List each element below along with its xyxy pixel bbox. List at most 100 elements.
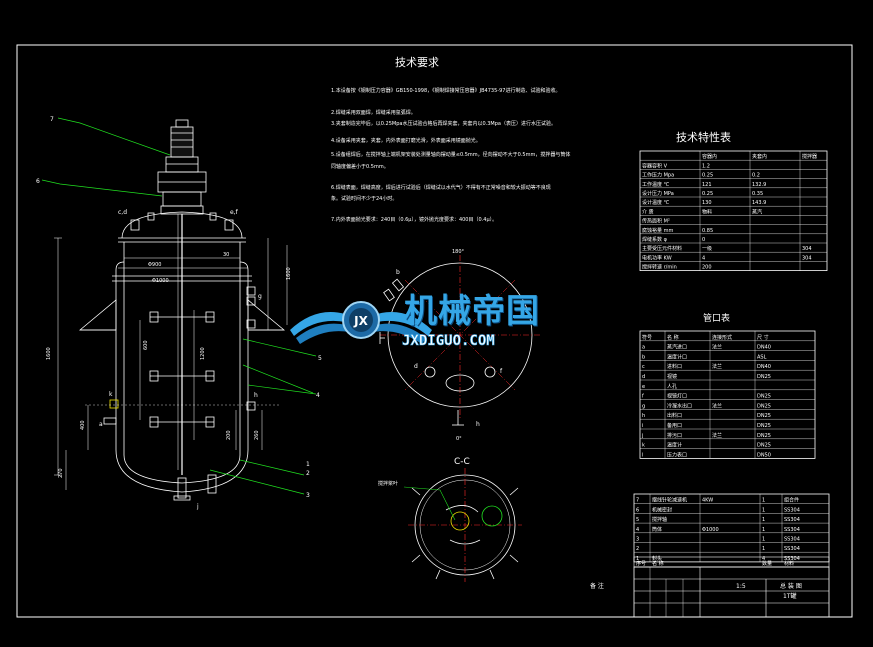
title-block-scale: 1:5 (736, 583, 746, 590)
label-part-4: 4 (316, 392, 320, 399)
parts-list-cell: 搅拌轴 (652, 516, 667, 523)
nozzle-table-cell: 蒸汽进口 (667, 344, 687, 351)
label-d: d (414, 363, 418, 370)
parts-list-cell: 5 (636, 517, 639, 523)
label-part-3: 3 (306, 492, 310, 499)
parts-list-cell: 1 (762, 517, 765, 523)
nozzle-table-cell: 温度计口 (667, 353, 687, 360)
nozzle-table-cell: 温度计 (667, 442, 682, 449)
nozzle-table-cell: DN25 (757, 374, 771, 380)
vessel-elevation-view (54, 119, 288, 501)
tech-req-line: 5.设备组焊后，在搅拌轴上端机架安装处测量轴向摆动量≤0.5mm，径向摆动不大于… (331, 151, 570, 158)
char-table-cell: 4 (702, 255, 705, 261)
parts-list-header: 材料 (784, 560, 794, 567)
char-table-cell: 0.25 (702, 191, 713, 197)
char-table-cell: 电机功率 KW (642, 254, 672, 261)
title-block: 1:5 总 装 图 1T罐 (633, 566, 830, 618)
nozzle-table-cell: 人孔 (667, 383, 677, 390)
label-dim-1600: 1600 (46, 347, 52, 360)
nozzle-table-cell: ASL (757, 354, 767, 360)
char-table-cell: 132.9 (752, 182, 766, 188)
char-table-cell: 工作温度 ℃ (642, 181, 670, 188)
nozzle-table-header: 尺 寸 (757, 334, 769, 341)
section-title: C-C (454, 457, 470, 467)
char-table-cell: 304 (802, 246, 812, 252)
char-table-cell: 搅拌转速 r/min (642, 264, 677, 271)
char-table-cell: 容器容积 V (642, 162, 668, 169)
label-dim-height: 1600 (286, 267, 292, 280)
nozzle-table-cell: 法兰 (712, 402, 722, 409)
parts-list-cell: 1 (762, 507, 765, 513)
title-block-note: 总 装 图 (780, 582, 802, 590)
nozzle-table-header: 名 称 (667, 334, 679, 341)
label-dia-main: Φ1000 (152, 278, 169, 284)
label-ef: e,f (230, 209, 239, 216)
nozzle-table-cell: 视镜 (667, 373, 677, 380)
nozzle-table-cell: c (642, 364, 645, 370)
watermark-title: 机械帝国 (404, 291, 540, 330)
parts-list-cell: 6 (636, 507, 639, 513)
parts-list-cell: 1 (762, 527, 765, 533)
parts-list-cell: 1 (762, 498, 765, 504)
label-part-2: 2 (306, 470, 310, 477)
nozzle-table-cell: a (642, 345, 645, 351)
label-i: i (254, 321, 256, 328)
char-table-cell: 物料 (702, 208, 712, 215)
section-view (403, 468, 522, 582)
label-b: b (396, 269, 400, 276)
tech-req-line: 6.焊缝表面，焊缝高度，焊后进行试验后（焊缝试以水代气）不得有不正常噪音和较大振… (331, 184, 551, 191)
label-dim-30: 30 (223, 252, 229, 258)
char-table-cell: 200 (702, 265, 712, 271)
char-table-cell: 介 质 (642, 208, 654, 215)
tech-req-line: 1.本设备按《钢制压力容器》GB150-1998，《钢制焊接常压容器》JB473… (331, 87, 560, 94)
nozzle-table-cell: d (642, 374, 645, 380)
char-table-cell: 设计压力 MPa (642, 190, 674, 197)
parts-list-cell: SS304 (784, 507, 800, 513)
nozzle-table-cell: 法兰 (712, 432, 722, 439)
label-dim-260: 260 (254, 430, 260, 440)
char-table-cell: 蒸汽 (752, 208, 762, 215)
char-table-cell: 0.2 (752, 173, 760, 179)
parts-list-cell: 1 (762, 537, 765, 543)
label-dim-1200: 1200 (200, 347, 206, 360)
parts-list-cell: 4KW (702, 498, 713, 504)
nozzle-table-cell: 冷凝水出口 (667, 402, 692, 409)
label-a: a (99, 421, 103, 428)
parts-list-cell: 2 (636, 546, 639, 552)
char-table-cell: 腐蚀裕量 mm (642, 227, 673, 234)
tech-requirements: 技术要求 1.本设备按《钢制压力容器》GB150-1998，《钢制焊接常压容器》… (331, 56, 570, 223)
char-table-cell: 304 (802, 255, 812, 261)
parts-list-cell: 4 (636, 527, 639, 533)
nozzle-table-cell: DN25 (757, 433, 771, 439)
nozzle-table-cell: DN25 (757, 423, 771, 429)
nozzle-table-cell: l (642, 452, 643, 458)
char-table-header: 夹套内 (752, 153, 767, 160)
tech-req-line: 同轴度偏差小于0.5mm。 (331, 163, 389, 170)
nozzle-table-cell: 法兰 (712, 363, 722, 370)
top-view (379, 255, 540, 426)
label-j: j (196, 503, 199, 510)
char-table-title: 技术特性表 (676, 130, 731, 144)
char-table-cell: 0.85 (702, 228, 713, 234)
nozzle-table-cell: 视镜灯口 (667, 393, 687, 400)
char-table-cell: 0.25 (702, 173, 713, 179)
nozzle-table-cell: DN50 (757, 452, 771, 458)
tech-req-line: 7.内外表面抛光要求：240目（0.6μ），镜外抛光度要求：400目（0.4μ）… (331, 216, 497, 223)
char-table-cell: 工作压力 Mpa (642, 172, 674, 179)
parts-list-cell: Φ1000 (702, 527, 719, 533)
nozzle-table-cell: e (642, 384, 645, 390)
parts-list-cell: SS304 (784, 537, 800, 543)
parts-list-cell: SS304 (784, 527, 800, 533)
label-dim-270: 270 (58, 468, 64, 478)
label-part-5: 5 (318, 355, 322, 362)
label-part-7: 7 (50, 116, 54, 123)
parts-list-cell: SS304 (784, 556, 800, 562)
parts-list-cell: 机械密封 (652, 506, 672, 513)
parts-list-header: 名 称 (652, 560, 664, 567)
leader-lines (41, 117, 317, 495)
tech-req-line: 3.夹套制造完毕后，以0.25Mpa水压试验合格后再焊夹套，夹套内以0.3Mpa… (331, 120, 556, 127)
parts-list-cell: 3 (636, 537, 639, 543)
label-f: f (500, 368, 503, 375)
